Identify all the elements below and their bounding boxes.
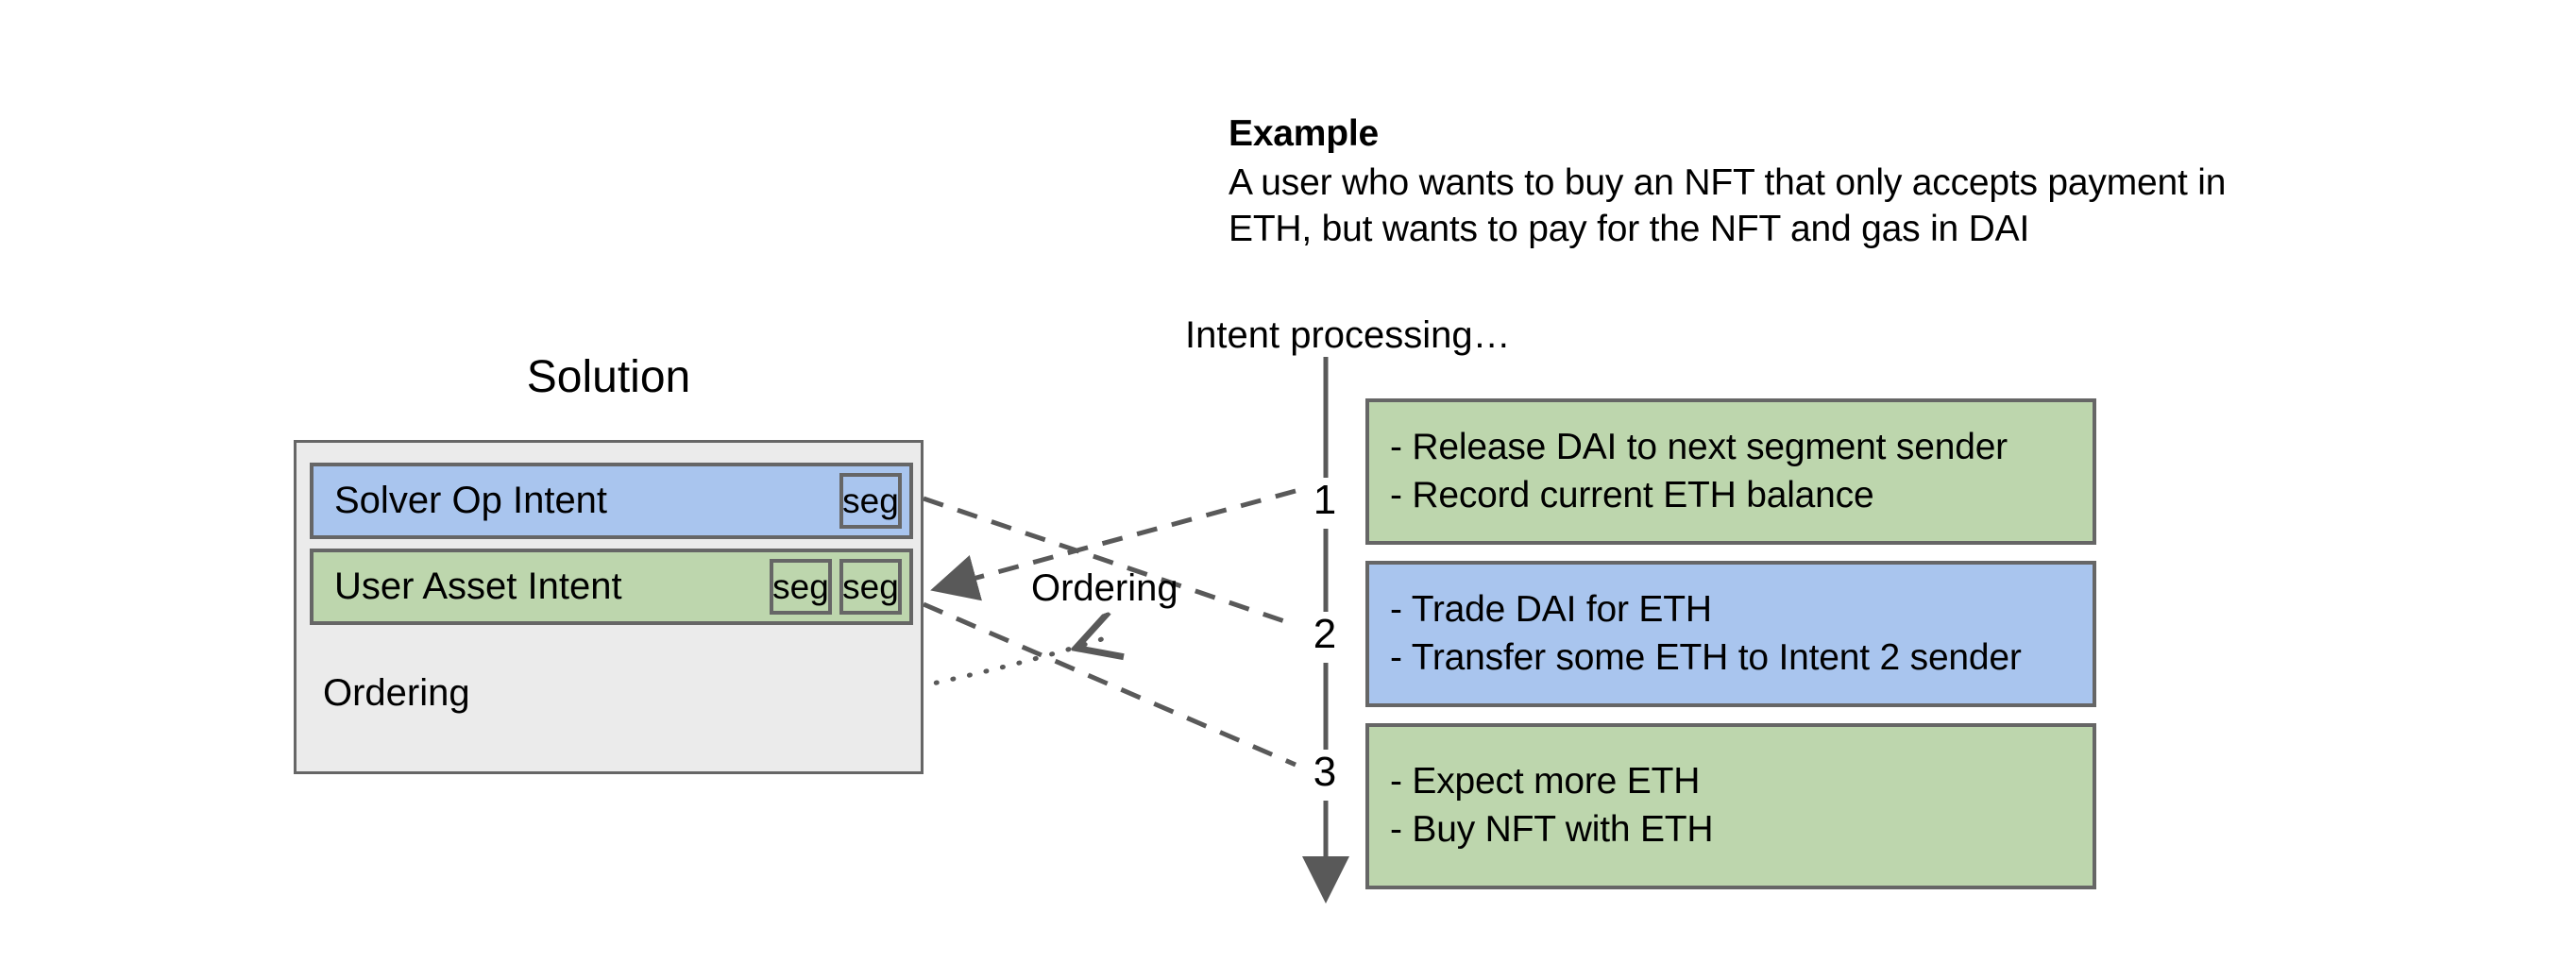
example-body-line-1: A user who wants to buy an NFT that only…	[1229, 161, 2227, 203]
step-2-line-2: - Transfer some ETH to Intent 2 sender	[1390, 636, 2022, 678]
solution-panel: Solver Op Intent seg User Asset Intent s…	[294, 440, 924, 774]
step-box-2[interactable]: - Trade DAI for ETH - Transfer some ETH …	[1365, 561, 2096, 707]
example-body-line-2: ETH, but wants to pay for the NFT and ga…	[1229, 208, 2030, 249]
step-number-3: 3	[1306, 752, 1344, 793]
intent-processing-caption: Intent processing…	[1185, 314, 1511, 356]
step-2-line-1: - Trade DAI for ETH	[1390, 588, 1712, 630]
example-block: Example A user who wants to buy an NFT t…	[1229, 111, 2324, 252]
step-3-line-1: - Expect more ETH	[1390, 761, 1701, 802]
step-1-line-2: - Record current ETH balance	[1390, 474, 1874, 515]
step-3-line-2: - Buy NFT with ETH	[1390, 809, 1714, 850]
segment-box[interactable]: seg	[839, 473, 902, 529]
intent-row-user-asset[interactable]: User Asset Intent seg seg	[310, 549, 913, 625]
step-box-3[interactable]: - Expect more ETH - Buy NFT with ETH	[1365, 723, 2096, 889]
segment-box[interactable]: seg	[839, 559, 902, 615]
middle-ordering-label: Ordering	[1031, 567, 1178, 609]
intent-row-solver-op[interactable]: Solver Op Intent seg	[310, 463, 913, 539]
solution-title: Solution	[526, 352, 691, 402]
step-box-1[interactable]: - Release DAI to next segment sender - R…	[1365, 398, 2096, 545]
intent-label-user-asset: User Asset Intent	[334, 566, 622, 607]
step-number-1: 1	[1306, 480, 1344, 521]
step-number-2: 2	[1306, 614, 1344, 655]
step-1-line-1: - Release DAI to next segment sender	[1390, 426, 2008, 467]
segment-box[interactable]: seg	[770, 559, 832, 615]
example-body: A user who wants to buy an NFT that only…	[1229, 160, 2324, 252]
solution-ordering-label: Ordering	[323, 672, 470, 714]
example-title: Example	[1229, 113, 1380, 154]
wire-user-intent-to-step3	[923, 601, 1296, 768]
intent-label-solver-op: Solver Op Intent	[334, 480, 608, 521]
